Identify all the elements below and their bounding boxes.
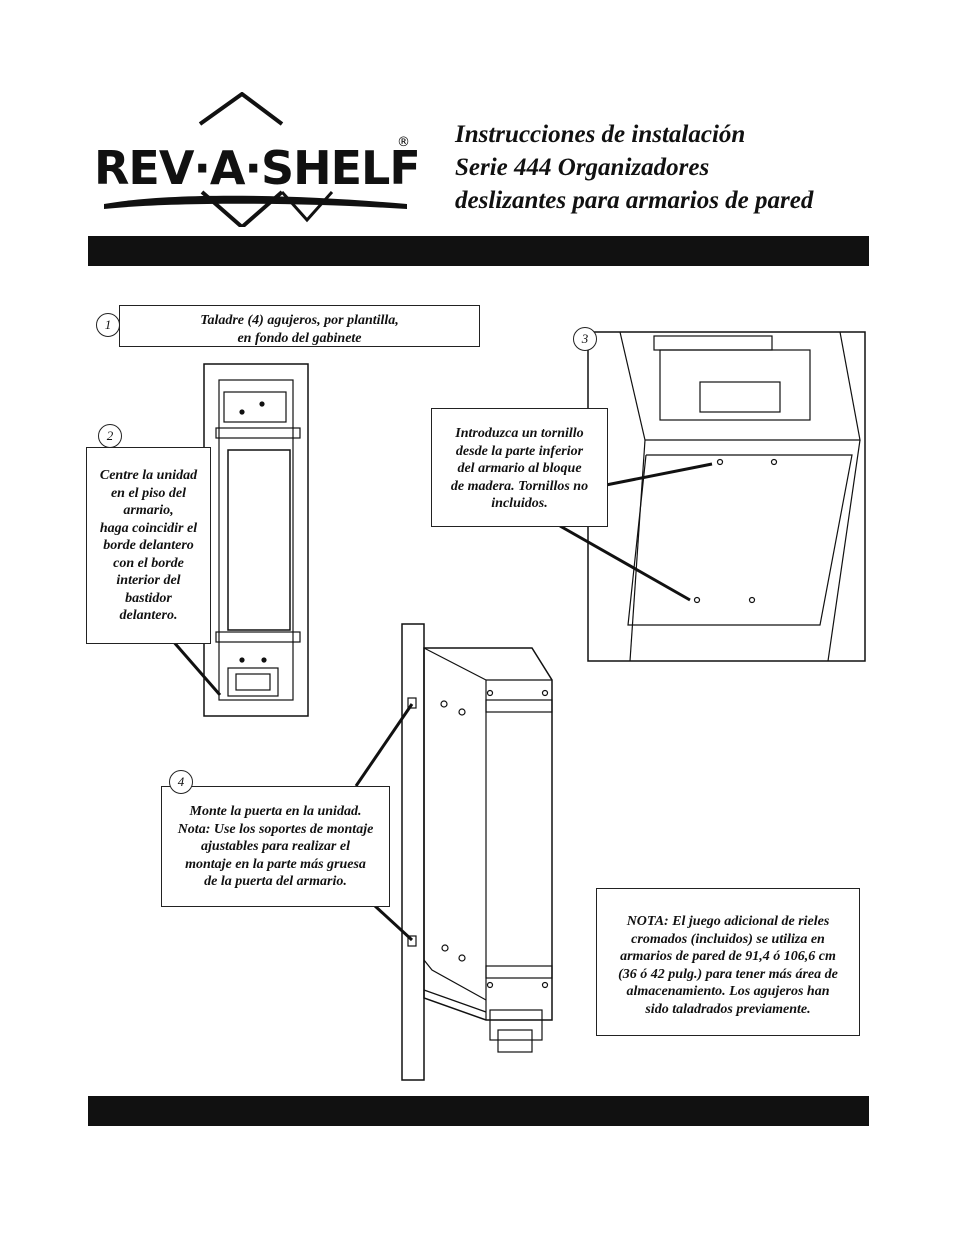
step-2-line-2: en el piso del bbox=[110, 485, 187, 501]
step-2-line-8: bastidor bbox=[125, 590, 172, 606]
step-3-line-2: desde la parte inferior bbox=[455, 443, 584, 459]
step-2-line-9: delantero. bbox=[119, 608, 178, 623]
figure-4-unit-view bbox=[354, 623, 553, 1081]
title-line-1: Instrucciones de instalación bbox=[455, 121, 746, 148]
figure-2-top-view bbox=[170, 363, 309, 717]
header-rule bbox=[88, 236, 869, 266]
logo-graphic: REV·A·SHELF ® bbox=[94, 91, 421, 230]
logo-wordmark: REV·A·SHELF bbox=[94, 141, 420, 195]
step-4-callout: Monte la puerta en la unidad. Nota: Use … bbox=[161, 786, 390, 907]
title-line-2: Serie 444 Organizadores bbox=[455, 154, 710, 181]
step-1-line-2: en fondo del gabinete bbox=[237, 330, 362, 346]
title-line-3: deslizantes para armarios de pared bbox=[455, 187, 814, 214]
step-2-line-6: con el borde bbox=[113, 555, 184, 571]
step-2-line-4: haga coincidir el bbox=[99, 520, 198, 536]
step-3-line-4: de madera. Tornillos no bbox=[450, 478, 589, 494]
step-1-number: 1 bbox=[96, 313, 120, 337]
step-3-callout: Introduzca un tornillo desde la parte in… bbox=[431, 408, 608, 527]
step-4-line-3: ajustables para realizar el bbox=[201, 839, 350, 854]
document-title: Instrucciones de instalación Serie 444 O… bbox=[455, 118, 813, 217]
step-1-line-1: Taladre (4) agujeros, por plantilla, bbox=[200, 313, 399, 328]
step-3-number: 3 bbox=[573, 327, 597, 351]
footer-rule bbox=[88, 1096, 869, 1126]
step-4-number: 4 bbox=[169, 770, 193, 794]
step-3-line-5: incluidos. bbox=[491, 496, 548, 511]
note-line-4: (36 ó 42 pulg.) para tener más área de bbox=[618, 966, 838, 982]
step-4-line-1: Monte la puerta en la unidad. bbox=[189, 804, 362, 819]
step-3-line-3: del armario al bloque bbox=[457, 461, 582, 476]
brand-logo: REV·A·SHELF ® bbox=[92, 91, 422, 230]
registered-mark: ® bbox=[397, 135, 410, 150]
step-4-line-4: montaje en la parte más gruesa bbox=[185, 856, 366, 872]
step-4-line-5: de la puerta del armario. bbox=[204, 874, 347, 889]
note-line-3: armarios de pared de 91,4 ó 106,6 cm bbox=[620, 949, 836, 964]
step-1-callout: Taladre (4) agujeros, por plantilla, en … bbox=[119, 305, 480, 347]
note-line-2: cromados (incluidos) se utiliza en bbox=[631, 931, 825, 947]
step-2-line-1: Centre la unidad bbox=[99, 468, 198, 483]
note-line-6: sido taladrados previamente. bbox=[645, 1001, 811, 1017]
note-line-5: almacenamiento. Los agujeros han bbox=[626, 984, 830, 999]
step-2-line-5: borde delantero bbox=[103, 538, 194, 553]
note-callout: NOTA: El juego adicional de rieles croma… bbox=[596, 888, 860, 1036]
step-2-line-3: armario, bbox=[123, 503, 174, 518]
step-2-callout: Centre la unidad en el piso del armario,… bbox=[86, 447, 211, 644]
step-3-line-1: Introduzca un tornillo bbox=[455, 426, 584, 441]
step-2-line-7: interior del bbox=[116, 573, 181, 588]
step-2-number: 2 bbox=[98, 424, 122, 448]
step-4-line-2: Nota: Use los soportes de montaje bbox=[177, 821, 374, 837]
note-line-1: NOTA: El juego adicional de rieles bbox=[626, 914, 830, 929]
